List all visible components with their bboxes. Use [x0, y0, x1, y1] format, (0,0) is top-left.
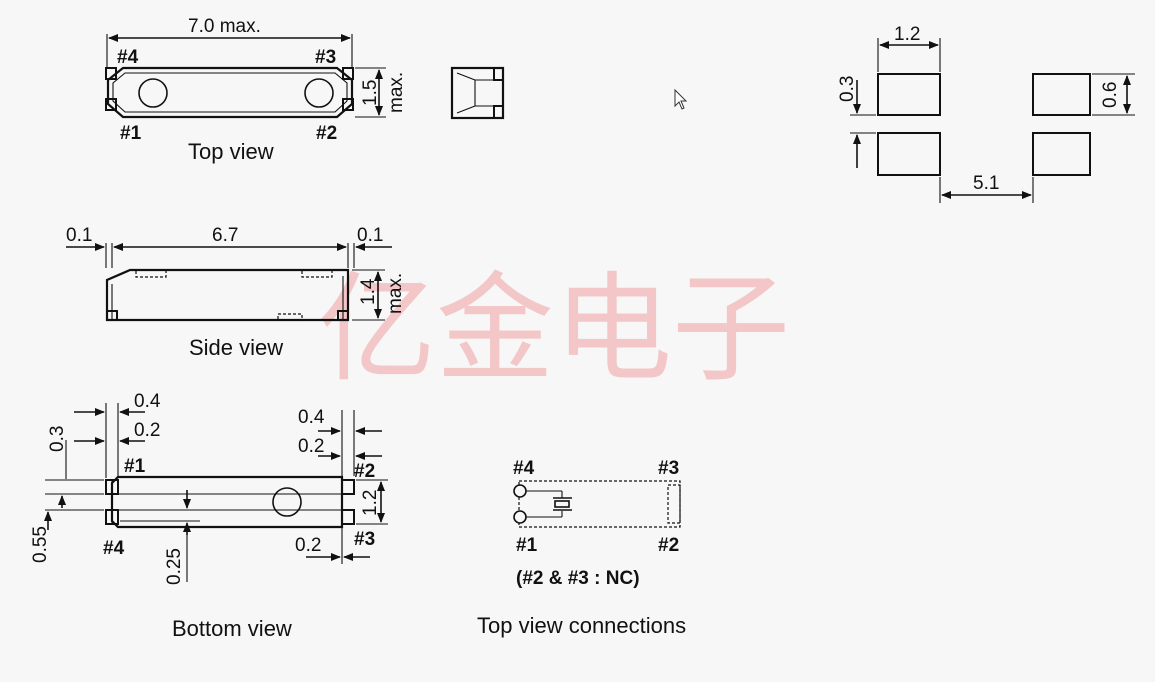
land-pad-height-dim: 0.6 — [1100, 82, 1121, 108]
connections-view: #4 #3 #1 #2 (#2 & #3 : NC) Top view conn… — [477, 458, 686, 638]
mouse-cursor-icon — [674, 88, 688, 110]
conn-pin-4: #4 — [513, 458, 535, 479]
watermark-text: 亿金电子 — [318, 260, 790, 398]
bottom-pin-1: #1 — [124, 456, 146, 477]
conn-pin-2: #2 — [658, 535, 679, 556]
top-height-note: max. — [386, 72, 407, 113]
bottom-dim-0-2-left: 0.2 — [134, 420, 160, 441]
side-height-dim: 1.4 — [358, 278, 379, 305]
connections-caption: Top view connections — [477, 613, 686, 638]
bottom-dim-0-3: 0.3 — [47, 426, 68, 452]
side-view-body — [105, 268, 350, 322]
side-right-dim: 0.1 — [357, 225, 383, 246]
top-pin-3: #3 — [315, 47, 336, 68]
side-length-dim: 6.7 — [212, 225, 238, 246]
pin-1-terminal — [513, 510, 527, 524]
top-height-dim: 1.5 — [360, 80, 381, 106]
side-left-dim: 0.1 — [66, 225, 92, 246]
side-view-caption: Side view — [189, 335, 283, 360]
conn-pin-3: #3 — [658, 458, 679, 479]
bottom-dim-0-25: 0.25 — [164, 548, 185, 585]
top-view-body — [106, 66, 354, 119]
land-gap-dim: 0.3 — [837, 76, 858, 102]
pin-4-terminal — [513, 484, 527, 498]
land-pattern: 1.2 0.3 0.6 5.1 — [837, 24, 1135, 203]
bottom-pin-4: #4 — [103, 538, 125, 559]
nc-note: (#2 & #3 : NC) — [516, 568, 640, 589]
bottom-dim-0-4-left: 0.4 — [134, 391, 161, 412]
bottom-dim-0-4-right: 0.4 — [298, 407, 325, 428]
top-pin-1: #1 — [120, 123, 142, 144]
end-view — [450, 66, 505, 120]
top-pin-4: #4 — [117, 47, 139, 68]
bottom-view-body — [110, 475, 344, 529]
top-length-dim: 7.0 max. — [188, 16, 261, 37]
crystal-symbol — [554, 500, 570, 508]
bottom-dim-0-2-lower: 0.2 — [295, 535, 321, 556]
bottom-dim-0-55: 0.55 — [30, 526, 51, 563]
bottom-pin-2: #2 — [354, 461, 375, 482]
side-view: 0.1 6.7 0.1 1.4 max. Side view — [66, 225, 406, 360]
bottom-dim-1-2: 1.2 — [360, 490, 381, 516]
bottom-dim-0-2-right: 0.2 — [298, 436, 324, 457]
top-view-caption: Top view — [188, 139, 274, 164]
bottom-view: 0.3 0.4 0.2 0.55 0.25 0.4 0.2 1.2 0.2 — [30, 391, 388, 641]
bottom-view-caption: Bottom view — [172, 616, 292, 641]
side-height-note: max. — [385, 273, 406, 314]
land-width-dim: 1.2 — [894, 24, 920, 45]
land-pitch-dim: 5.1 — [973, 173, 999, 194]
conn-pin-1: #1 — [516, 535, 538, 556]
top-pin-2: #2 — [316, 123, 337, 144]
top-view: 7.0 max. #4 #3 #1 #2 1.5 max. Top view — [105, 16, 407, 164]
bottom-pin-3: #3 — [354, 529, 375, 550]
